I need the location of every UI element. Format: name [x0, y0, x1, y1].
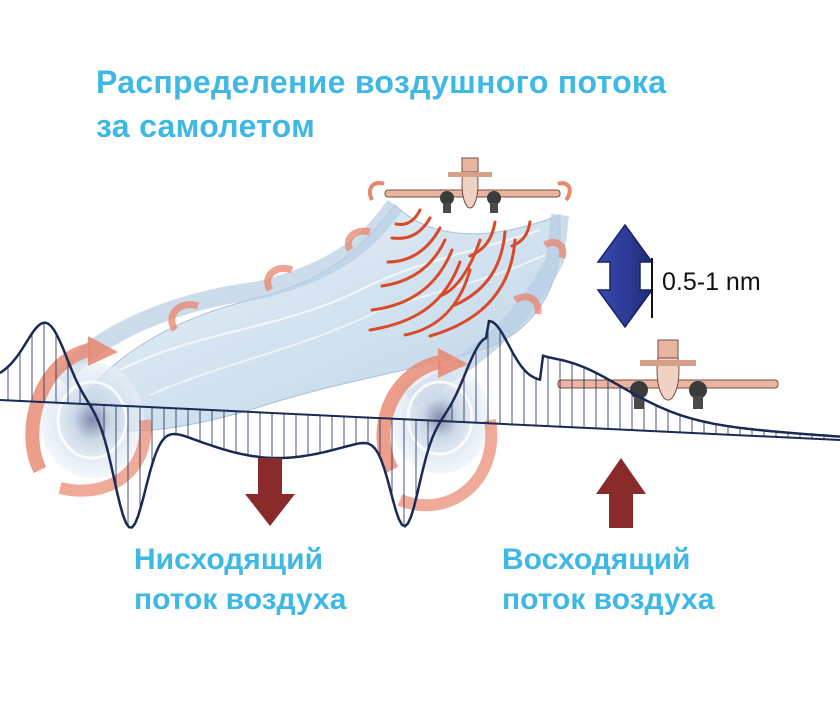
separation-distance-label: 0.5-1 nm: [662, 268, 761, 296]
diagram-title: Распределение воздушного потока за самол…: [96, 60, 816, 148]
downwash-arrow-down-icon: [245, 458, 295, 526]
title-line-2: за самолетом: [96, 108, 316, 144]
wake-swirls: [168, 227, 567, 332]
separation-double-arrow-vertical-icon: [596, 223, 654, 329]
downwash-streaks: [368, 208, 532, 338]
left-vortex: [25, 336, 152, 497]
velocity-profile-curve: [0, 319, 840, 529]
downwash-label-line-2: поток воздуха: [134, 583, 347, 616]
title-line-1: Распределение воздушного потока: [96, 64, 667, 100]
baseline: [0, 399, 840, 441]
upwash-label-line-1: Восходящий: [502, 543, 691, 576]
upwash-label-line-2: поток воздуха: [502, 583, 715, 616]
downwash-label-line-1: Нисходящий: [134, 543, 324, 576]
leading-aircraft-airplane-icon: [367, 157, 572, 213]
right-vortex: [376, 348, 498, 512]
downwash-label: Нисходящий поток воздуха: [134, 540, 346, 620]
following-aircraft-airplane-icon: [557, 339, 779, 409]
upwash-label: Восходящий поток воздуха: [502, 540, 714, 620]
velocity-hatch: [7, 321, 825, 527]
upwash-arrow-up-icon: [596, 458, 646, 528]
